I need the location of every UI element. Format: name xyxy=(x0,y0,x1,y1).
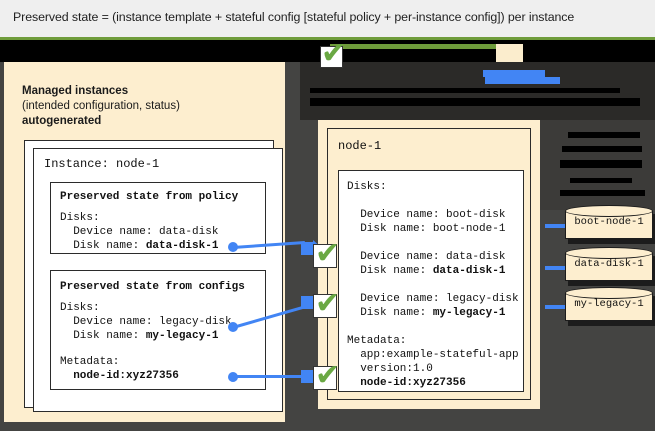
beige-chip-top xyxy=(496,44,523,67)
node-disks-card xyxy=(338,170,524,392)
redacted-blue-link-1 xyxy=(483,70,545,77)
node-entry-2-disk-value: my-legacy-1 xyxy=(432,307,506,319)
redacted-line-5 xyxy=(560,160,642,168)
configs-line-1: Device name: legacy-disk xyxy=(60,316,232,328)
disk-cylinder-data: data-disk-1 xyxy=(565,247,655,286)
connector-square-metadata xyxy=(301,370,314,383)
preserved-state-configs-body: Disks: Device name: legacy-disk Disk nam… xyxy=(60,301,232,343)
disk-label: my-legacy-1 xyxy=(574,298,644,310)
node-disks-body: Disks: Device name: boot-disk Disk name:… xyxy=(347,180,519,390)
connector-line-metadata xyxy=(233,375,305,378)
check-icon: ✔ xyxy=(315,286,341,321)
policy-line-0: Disks: xyxy=(60,212,100,224)
check-badge-metadata: ✔ xyxy=(313,358,341,393)
disk-top xyxy=(565,287,653,299)
green-underline-top xyxy=(330,44,505,49)
redacted-line-7 xyxy=(560,190,645,196)
instance-label: Instance: node-1 xyxy=(44,157,160,171)
disk-label: boot-node-1 xyxy=(574,216,644,228)
configs-disk-name-value: my-legacy-1 xyxy=(145,330,219,342)
node-metadata-label: Metadata: xyxy=(347,335,407,347)
node-metadata-line-0: app:example-stateful-app xyxy=(347,349,519,361)
preserved-state-policy-title: Preserved state from policy xyxy=(60,191,239,203)
managed-instances-title-line1: Managed instances xyxy=(22,85,129,97)
disk-cylinder-legacy: my-legacy-1 xyxy=(565,287,655,326)
connector-square-configs-disk xyxy=(301,296,314,309)
redacted-blue-link-2 xyxy=(485,77,560,84)
disk-top xyxy=(565,205,653,217)
preserved-state-configs-card xyxy=(50,270,266,390)
check-badge-top: ✔ xyxy=(320,39,346,69)
disk-top xyxy=(565,247,653,259)
node-label: node-1 xyxy=(338,139,382,153)
redacted-line-4 xyxy=(562,146,642,152)
preserved-state-configs-metadata: Metadata: node-id:xyz27356 xyxy=(60,355,179,383)
node-entry-0-device: Device name: boot-disk xyxy=(347,209,506,221)
configs-metadata-label: Metadata: xyxy=(60,356,120,368)
configs-line-0: Disks: xyxy=(60,302,100,314)
caption-text: Preserved state = (instance template + s… xyxy=(13,10,575,24)
redacted-line-3 xyxy=(568,132,640,138)
configs-line-2: Disk name: xyxy=(60,330,146,342)
node-metadata-line-1: version:1.0 xyxy=(347,363,433,375)
policy-line-1: Device name: data-disk xyxy=(60,226,219,238)
check-icon: ✔ xyxy=(315,358,341,393)
node-entry-2-device: Device name: legacy-disk xyxy=(347,293,519,305)
preserved-state-configs-title: Preserved state from configs xyxy=(60,281,245,293)
managed-instances-title-line2: (intended configuration, status) xyxy=(22,100,180,112)
node-entry-1-disk-value: data-disk-1 xyxy=(432,265,506,277)
preserved-state-policy-body: Disks: Device name: data-disk Disk name:… xyxy=(60,211,218,253)
redacted-line-2 xyxy=(310,98,640,106)
policy-disk-name-value: data-disk-1 xyxy=(145,240,219,252)
managed-instances-title: Managed instances (intended configuratio… xyxy=(22,84,262,129)
managed-instances-title-line3: autogenerated xyxy=(22,115,102,127)
configs-metadata-value: node-id:xyz27356 xyxy=(60,370,179,382)
node-metadata-bold: node-id:xyz27356 xyxy=(347,377,466,389)
node-entry-2-disk-prefix: Disk name: xyxy=(347,307,433,319)
node-disks-label: Disks: xyxy=(347,181,387,193)
disk-wire-legacy xyxy=(545,305,573,309)
node-entry-1-device: Device name: data-disk xyxy=(347,251,506,263)
connector-square-policy xyxy=(301,242,314,255)
disk-label: data-disk-1 xyxy=(574,258,644,270)
disk-cylinder-boot: boot-node-1 xyxy=(565,205,655,244)
redacted-line-1 xyxy=(310,88,620,93)
disk-wire-boot xyxy=(545,224,573,228)
caption-bar: Preserved state = (instance template + s… xyxy=(0,0,655,40)
redacted-line-6 xyxy=(570,178,632,183)
check-badge-data-disk: ✔ xyxy=(313,236,341,271)
check-icon: ✔ xyxy=(321,36,347,71)
node-entry-0-disk: Disk name: boot-node-1 xyxy=(347,223,506,235)
disk-wire-data xyxy=(545,266,573,270)
check-badge-legacy-disk: ✔ xyxy=(313,286,341,321)
policy-line-2: Disk name: xyxy=(60,240,146,252)
node-entry-1-disk-prefix: Disk name: xyxy=(347,265,433,277)
check-icon: ✔ xyxy=(315,236,341,271)
